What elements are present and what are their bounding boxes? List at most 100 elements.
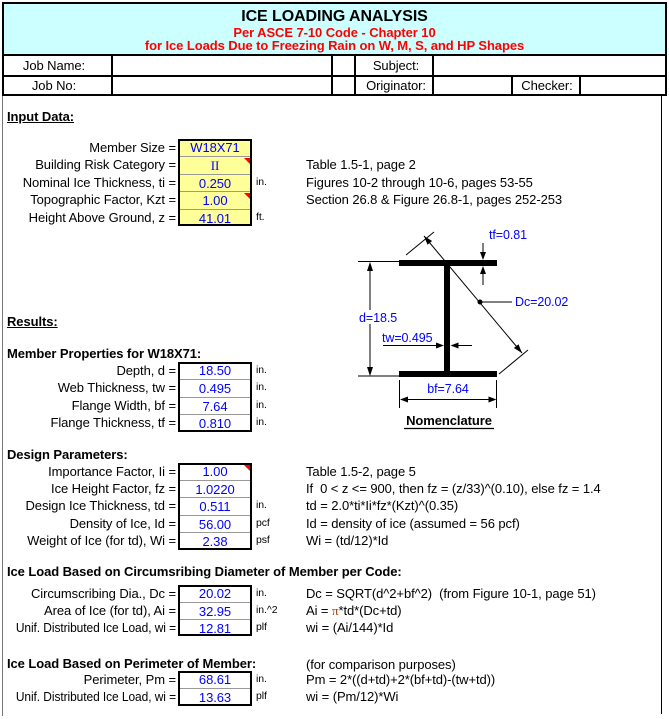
note: Wi = (td/12)*Id	[306, 533, 389, 549]
unit: plf	[256, 690, 267, 703]
comment-indicator	[244, 464, 250, 471]
originator-field[interactable]	[434, 76, 511, 96]
note: Table 1.5-2, page 5	[306, 463, 416, 479]
unit: in.^2	[256, 603, 278, 616]
job-table-bottom-border	[2, 94, 667, 96]
flange-thickness-label: Flange Thickness, tf =	[50, 415, 176, 431]
checker-field[interactable]	[581, 76, 665, 96]
note: td = 2.0*ti*Ii*fz*(Kzt)^(0.35)	[306, 498, 459, 514]
bf-arrow-left	[400, 396, 408, 403]
perimeter-heading-note: (for comparison purposes)	[306, 657, 456, 672]
input-data-heading: Input Data:	[7, 109, 75, 124]
unit: in.	[256, 672, 267, 685]
nomenclature-caption: Nomenclature	[406, 413, 492, 428]
depth-value: 18.50	[198, 363, 232, 378]
dc-dimension	[405, 231, 529, 375]
tf-arrow-bottom	[480, 266, 486, 274]
tw-arrow-right	[450, 342, 459, 349]
perimeter-value: 68.61	[198, 671, 232, 687]
page-right-border	[661, 96, 662, 714]
d-arrow-top	[367, 262, 373, 271]
bottom-flange	[399, 371, 497, 377]
ice-thickness-input[interactable]: 0.250	[178, 173, 252, 192]
circumscribing-heading: Ice Load Based on Circumsribing Diameter…	[7, 564, 402, 579]
ice-height-factor-label: Ice Height Factor, fz =	[51, 480, 176, 496]
ice-weight-value: 2.38	[178, 532, 252, 549]
subtitle-code: Per ASCE 7-10 Code - Chapter 10	[233, 25, 436, 40]
topographic-factor-input[interactable]: 1.00	[178, 191, 252, 209]
bf-arrow-right	[488, 396, 497, 403]
unit: in.	[256, 175, 267, 188]
pi-symbol: π	[331, 602, 339, 618]
top-flange	[399, 260, 497, 266]
height-above-ground-input[interactable]: 41.01	[178, 208, 252, 226]
results-heading: Results:	[7, 314, 58, 329]
member-size-input[interactable]: W18X71	[178, 139, 252, 157]
d-arrow-bottom	[367, 367, 373, 376]
member-size-label: Member Size =	[89, 140, 176, 155]
note: Table 1.5-1, page 2	[306, 157, 416, 173]
note: Figures 10-2 through 10-6, pages 53-55	[306, 174, 533, 190]
unit: pcf	[256, 516, 270, 529]
circumscribing-dia-label: Circumscribing Dia., Dc =	[30, 585, 176, 601]
member-properties-heading: Member Properties for W18X71:	[7, 346, 202, 361]
distributed-load-pm-value: 13.63	[178, 688, 252, 706]
note: Ai = π*td*(Dc+td)	[306, 602, 402, 619]
subtitle-scope: for Ice Loads Due to Freezing Rain on W,…	[144, 38, 525, 53]
flange-width-value: 7.64	[178, 396, 252, 414]
originator-label: Originator:	[366, 78, 426, 93]
ice-density-value: 56.00	[178, 514, 252, 532]
importance-factor-label: Importance Factor, Ii =	[48, 463, 176, 479]
job-table-col-line	[111, 56, 113, 96]
d-label: d=18.5	[359, 311, 397, 325]
ice-area-value: 32.95	[178, 601, 252, 619]
header: ICE LOADING ANALYSIS Per ASCE 7-10 Code …	[2, 2, 667, 56]
bf-label: bf=7.64	[427, 382, 469, 396]
risk-category-input[interactable]: II	[178, 156, 252, 174]
design-ice-thickness-label: Design Ice Thickness, td =	[25, 498, 176, 514]
job-table-col-line	[432, 56, 434, 96]
unit: plf	[256, 620, 267, 633]
note: wi = (Pm/12)*Wi	[306, 689, 399, 705]
unit: in.	[256, 586, 267, 599]
unit: in.	[256, 364, 267, 376]
height-above-ground-label: Height Above Ground, z =	[28, 209, 176, 225]
job-name-field[interactable]	[113, 56, 331, 76]
distributed-load-pm-label: Unif. Distributed Ice Load, wi =	[15, 689, 176, 705]
unit: in.	[256, 416, 267, 429]
job-table-col-line	[511, 76, 513, 96]
circumscribing-dia-value: 20.02	[198, 585, 232, 601]
dc-arrow-top	[424, 236, 433, 245]
unit: in.	[256, 499, 267, 512]
d-label-bg	[358, 310, 398, 324]
web	[444, 266, 450, 371]
job-table-col-line	[354, 56, 356, 96]
job-table-col-line	[579, 76, 581, 96]
distributed-load-dc-value: 12.81	[178, 618, 252, 636]
tf-arrow-top	[480, 252, 486, 260]
distributed-load-dc-label: Unif. Distributed Ice Load, wi =	[15, 619, 176, 635]
ice-height-factor-value: 1.0220	[178, 479, 252, 497]
note: Id = density of ice (assumed = 56 pcf)	[306, 515, 520, 531]
ice-weight-label: Weight of Ice (for td), Wi =	[27, 533, 176, 549]
dc-arrow-bottom	[513, 344, 522, 353]
subject-field[interactable]	[434, 56, 665, 76]
job-no-field[interactable]	[113, 76, 331, 96]
job-name-label: Job Name:	[22, 58, 86, 73]
ice-thickness-label: Nominal Ice Thickness, ti =	[22, 174, 176, 190]
note-text: Ai =	[306, 602, 332, 618]
job-table-col-line	[331, 56, 333, 96]
depth-label: Depth, d =	[116, 363, 176, 378]
note: Dc = SQRT(d^2+bf^2) (from Figure 10-1, p…	[306, 585, 596, 601]
unit: psf	[256, 534, 270, 547]
job-no-label: Job No:	[31, 78, 77, 93]
nomenclature-diagram: d=18.5 tf=0.81 Dc=20.02 tw=0.495 bf=7.64	[358, 228, 568, 430]
note: Section 26.8 & Figure 26.8-1, pages 252-…	[306, 192, 563, 208]
flange-thickness-value: 0.810	[178, 414, 252, 431]
design-ice-thickness-value: 0.511	[178, 497, 252, 514]
page-title: ICE LOADING ANALYSIS	[241, 8, 428, 25]
perimeter-label: Perimeter, Pm =	[83, 671, 176, 687]
importance-factor-value: 1.00	[202, 463, 228, 479]
subject-label: Subject:	[372, 58, 420, 73]
